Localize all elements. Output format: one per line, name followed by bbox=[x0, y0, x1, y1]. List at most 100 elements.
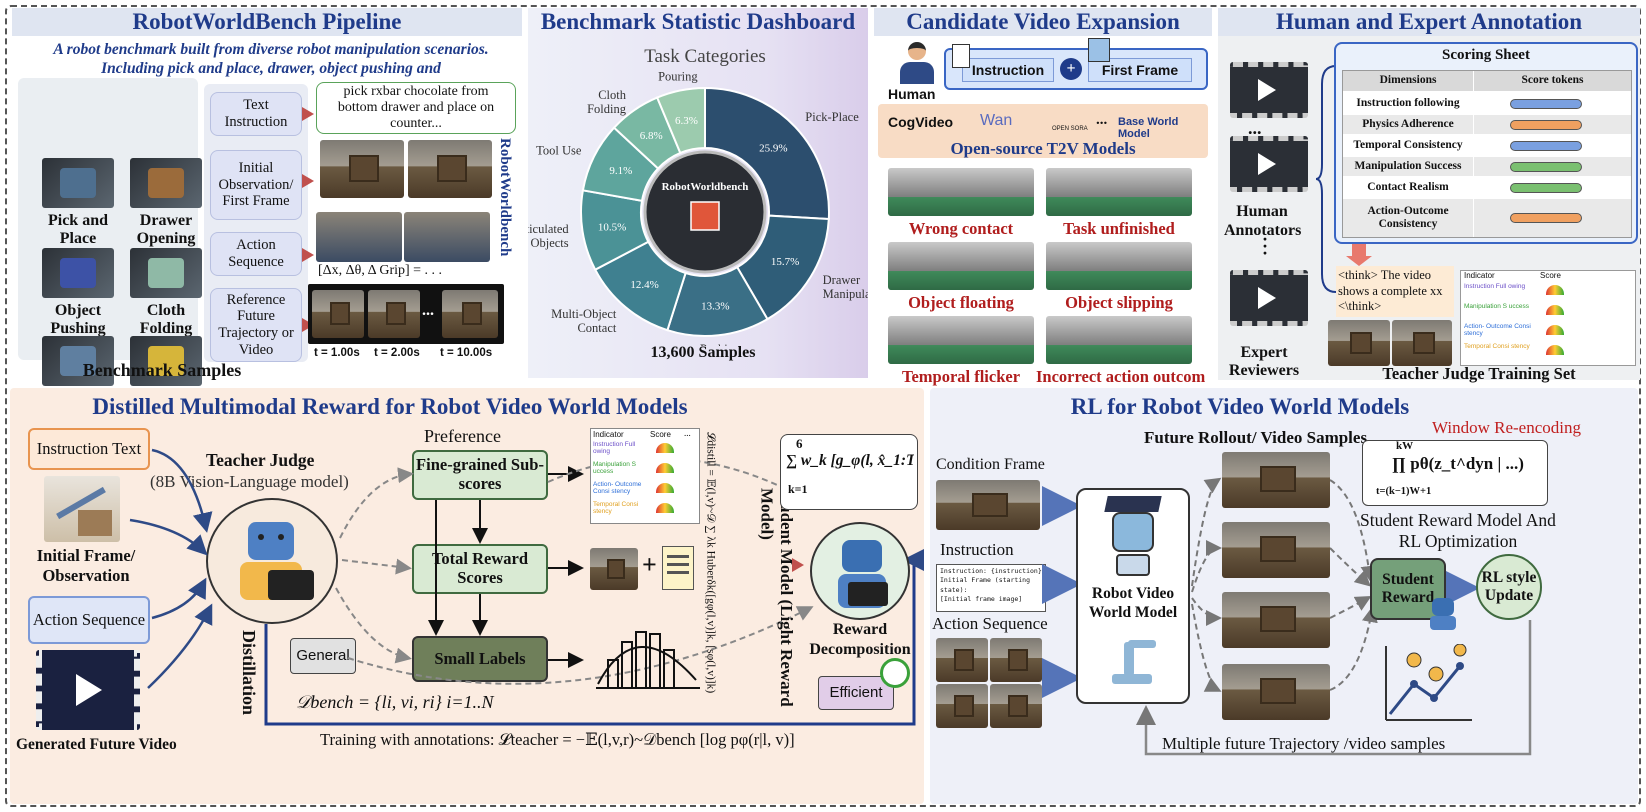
slice-label-1: Pick-Place bbox=[805, 110, 859, 124]
slice-label-5: ArticulatedObjects bbox=[528, 222, 569, 250]
outer-frame bbox=[5, 5, 1641, 807]
initial-frame-label: Initial Frame/ Observation bbox=[36, 546, 136, 585]
robot-arm-icon bbox=[1108, 634, 1160, 686]
rollout-image-1 bbox=[1222, 452, 1330, 508]
time-label-1: t = 1.00s bbox=[314, 347, 360, 359]
dimension-row-5: Contact Realism bbox=[1343, 178, 1473, 197]
sample-label-2: Drawer Opening bbox=[136, 212, 196, 247]
arrow-1 bbox=[302, 107, 314, 121]
sample-image-1 bbox=[42, 158, 114, 208]
small-labels-chart bbox=[596, 631, 700, 689]
instr-line-3: [Initial frame image] bbox=[940, 595, 1023, 604]
model-base: Base World Model bbox=[1118, 116, 1179, 140]
instruction-chip: Instruction bbox=[962, 58, 1054, 82]
reward-decomposition: Reward Decomposition bbox=[809, 621, 911, 658]
rl-update-circle: RL style Update bbox=[1476, 554, 1542, 620]
failure-label-2: Task unfinished bbox=[1063, 219, 1175, 238]
action-img-3 bbox=[936, 684, 988, 728]
samples-footer: Benchmark Samples bbox=[82, 360, 242, 380]
distill-mini-gauge-2 bbox=[656, 463, 674, 473]
film-frame-2 bbox=[368, 290, 420, 338]
film-frame-3 bbox=[442, 290, 498, 338]
annotation-footer: Teacher Judge Training Set bbox=[1382, 364, 1576, 383]
human-icon bbox=[900, 42, 934, 86]
teacher-sub: (8B Vision-Language model) bbox=[150, 472, 349, 491]
student-arrow bbox=[792, 558, 804, 572]
instruction-label: Instruction bbox=[940, 540, 1014, 559]
samples-grid bbox=[18, 78, 198, 360]
sample-image-5 bbox=[42, 336, 114, 386]
score-token-1 bbox=[1474, 94, 1631, 113]
failure-label-3: Object floating bbox=[908, 293, 1014, 312]
action-img-4 bbox=[990, 684, 1042, 728]
slice-pick-place bbox=[704, 86, 830, 221]
distill-mini-row-1: Instruction Full owing bbox=[593, 441, 636, 455]
sample-image-3 bbox=[42, 248, 114, 298]
first-frame-image-2 bbox=[408, 140, 492, 198]
expansion-panel: Candidate Video Expansion Human Instruct… bbox=[874, 8, 1212, 386]
sample-label-4: Cloth Folding bbox=[139, 302, 193, 337]
annotator-video-2 bbox=[1230, 136, 1308, 192]
plus-icon: + bbox=[1060, 58, 1082, 80]
world-model-label: Robot Video World Model bbox=[1088, 585, 1178, 622]
expansion-title: Candidate Video Expansion bbox=[906, 9, 1180, 34]
formula-k-top: 6 bbox=[796, 436, 803, 451]
model-wan: Wan bbox=[980, 112, 1013, 129]
distill-mini-gauge-4 bbox=[656, 503, 674, 513]
plus-sign: + bbox=[642, 550, 657, 579]
models-caption: Open-source T2V Models bbox=[950, 139, 1136, 158]
student-icon bbox=[810, 522, 910, 620]
teacher-icon bbox=[206, 498, 338, 624]
bracket bbox=[1316, 65, 1337, 293]
general-badge: General bbox=[290, 638, 356, 674]
image-icon bbox=[1088, 38, 1110, 62]
money-chart-icon bbox=[1385, 644, 1472, 721]
rl-title: RL for Robot Video World Models bbox=[1070, 394, 1410, 419]
time-label-3: t = 10.00s bbox=[440, 347, 493, 359]
dimension-row-3: Temporal Consistency bbox=[1343, 136, 1473, 155]
first-frame-chip: First Frame bbox=[1088, 58, 1192, 82]
sample-label-1: Pick and Place bbox=[47, 212, 108, 247]
instruction-text-box: Instruction Text bbox=[28, 428, 150, 470]
slice-value-8: 6.3% bbox=[675, 115, 698, 127]
distill-panel: Distilled Multimodal Reward for Robot Vi… bbox=[10, 388, 924, 804]
annotator-vdots: ··· bbox=[1262, 229, 1269, 264]
rl-panel: RL for Robot Video World Models Future R… bbox=[930, 388, 1638, 804]
distill-mini-score: Score bbox=[650, 430, 671, 439]
mini-gauge-1 bbox=[1546, 285, 1564, 295]
distill-mini-dots: ... bbox=[684, 428, 691, 438]
total-reward-box: Total Reward Scores bbox=[412, 544, 548, 594]
formula-k-bot: k=1 bbox=[788, 482, 808, 496]
failure-image-6 bbox=[1046, 316, 1192, 364]
sheet-title: Scoring Sheet bbox=[1442, 47, 1530, 64]
action-image-2 bbox=[404, 212, 490, 262]
pipeline-title: RobotWorldBench Pipeline bbox=[132, 9, 402, 34]
slice-value-3: 13.3% bbox=[701, 300, 729, 312]
annotation-title: Human and Expert Annotation bbox=[1275, 9, 1583, 34]
expert-reviewers: Expert Reviewers bbox=[1228, 344, 1300, 380]
distillation-label: Distillation bbox=[239, 630, 259, 716]
distill-mini-row-4: Temporal Consi stency bbox=[593, 501, 639, 515]
slice-value-4: 12.4% bbox=[630, 279, 658, 291]
human-annotators: Human Annotators bbox=[1224, 203, 1302, 240]
film-ellipsis: ... bbox=[422, 302, 434, 319]
reward-robot-icon bbox=[1428, 598, 1458, 632]
efficient-icon bbox=[880, 658, 910, 688]
dashboard-title: Benchmark Statistic Dashboard bbox=[540, 9, 856, 34]
mini-row-3: Action- Outcome Consi stency bbox=[1464, 323, 1531, 337]
input-reference: Reference Future Trajectory or Video bbox=[210, 288, 302, 362]
dashboard-total: 13,600 Samples bbox=[650, 344, 756, 361]
preference-label: Preference bbox=[424, 426, 501, 446]
think-text: <think> The video shows a complete xx <\… bbox=[1336, 266, 1454, 317]
rl-footer: Multiple future Trajectory /video sample… bbox=[1162, 734, 1446, 753]
action-image-1 bbox=[316, 212, 402, 262]
slice-value-2: 15.7% bbox=[771, 256, 799, 268]
action-img-2 bbox=[990, 638, 1042, 682]
first-frame-image-1 bbox=[320, 140, 404, 198]
distill-mini-table bbox=[590, 428, 700, 524]
distill-mini-gauge-3 bbox=[656, 483, 674, 493]
mini-col-score: Score bbox=[1540, 271, 1561, 280]
slice-value-6: 9.1% bbox=[609, 165, 632, 177]
failure-image-1 bbox=[888, 168, 1034, 216]
